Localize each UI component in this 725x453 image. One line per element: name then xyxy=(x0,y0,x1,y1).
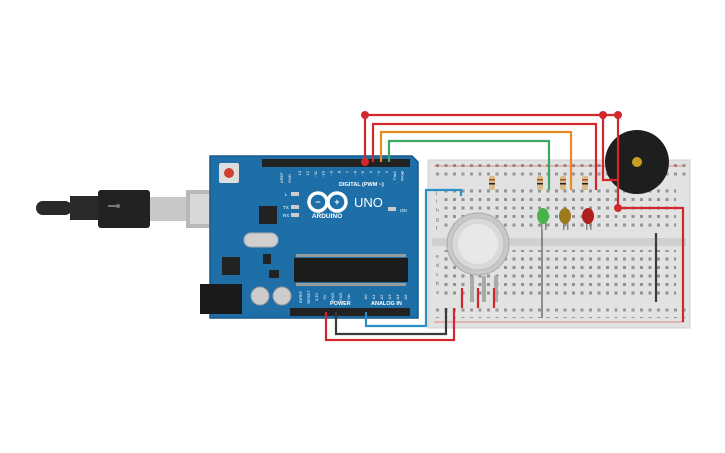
svg-text:−: − xyxy=(315,197,320,207)
pin-label: A0 xyxy=(363,294,368,300)
pin-label: 3.3V xyxy=(314,293,319,302)
pin-label: 13 xyxy=(297,170,302,175)
row-letter-a: a xyxy=(436,290,439,296)
junction-dot xyxy=(614,111,622,119)
wire-red-led xyxy=(371,122,598,190)
power-jack xyxy=(200,284,242,314)
pin-label: GND xyxy=(338,292,343,301)
tx-label: TX xyxy=(283,205,289,210)
pin-label: IOREF xyxy=(298,290,303,303)
pin-label: A2 xyxy=(379,294,384,300)
pin-label: TX▸1 xyxy=(392,170,397,180)
model-label: UNO xyxy=(354,195,383,210)
pin-label: 4 xyxy=(368,170,373,173)
rx-label: RX xyxy=(283,213,289,218)
analog-label: ANALOG IN xyxy=(371,301,402,307)
pin-label: ~10 xyxy=(321,170,326,178)
pin-label: 5V xyxy=(322,294,327,299)
pin-label: 12 xyxy=(305,170,310,175)
pin-label: 8 xyxy=(337,170,342,173)
piezo-buzzer xyxy=(605,130,669,194)
digital-header xyxy=(262,159,410,167)
row-letter-b: b xyxy=(436,281,439,287)
resistor xyxy=(537,176,543,190)
wire-black-gnd xyxy=(334,308,448,336)
resistors xyxy=(489,176,588,190)
digital-label: DIGITAL (PWM ~) xyxy=(339,182,384,188)
led-yellow xyxy=(559,208,571,230)
power-label: POWER xyxy=(330,301,351,307)
wire-red-rail xyxy=(618,206,685,322)
wire-red-5v xyxy=(324,308,456,342)
aref-label: AREF xyxy=(279,172,284,183)
power-analog-header xyxy=(290,308,410,316)
svg-text:+: + xyxy=(334,197,339,207)
pin-label: GND xyxy=(330,292,335,301)
row-letter-d: d xyxy=(436,263,439,269)
usb-cable xyxy=(36,190,238,228)
l-label: L xyxy=(285,192,288,197)
pin-label: ~3 xyxy=(376,170,381,175)
row-letter-h: h xyxy=(436,208,439,214)
pin-label: A3 xyxy=(387,294,392,300)
row-letter-f: f xyxy=(436,226,438,232)
junction-dot xyxy=(614,204,622,212)
junction-dot xyxy=(361,158,369,166)
atmega-chip xyxy=(294,258,408,282)
pin-label: RESET xyxy=(306,290,311,304)
wire-blue-a0 xyxy=(364,188,463,328)
row-letter-j: j xyxy=(435,190,437,196)
pin-label: RX◂0 xyxy=(400,170,405,181)
row-letter-e: e xyxy=(436,254,439,260)
row-letter-g: g xyxy=(436,217,439,223)
pin-label: ~11 xyxy=(313,170,318,177)
junction-dot xyxy=(599,111,607,119)
resistor xyxy=(489,176,495,190)
wires xyxy=(324,113,685,342)
arduino-logo-icon: − + xyxy=(307,191,348,213)
led-green xyxy=(537,208,549,230)
resistor xyxy=(582,176,588,190)
junction-dot xyxy=(361,111,369,119)
pin-label: ~5 xyxy=(360,170,365,175)
pin-label: A1 xyxy=(371,294,376,300)
row-letter-c: c xyxy=(436,272,439,278)
pin-label: ~9 xyxy=(329,170,334,175)
row-letter-i: i xyxy=(436,199,437,205)
pin-label: A5 xyxy=(403,294,408,300)
pin-label: ~6 xyxy=(352,170,357,175)
gas-sensor xyxy=(446,212,510,302)
junction-dots xyxy=(361,111,622,212)
wire-orange xyxy=(379,130,573,190)
on-label: ON xyxy=(400,208,407,213)
wire-green xyxy=(387,139,551,190)
arduino-uno-board: − + ARDUINO UNO DIGITAL (PWM ~) POWER AN… xyxy=(200,155,419,319)
pin-label: A4 xyxy=(395,294,400,300)
brand-label: ARDUINO xyxy=(312,213,342,220)
pin-label: 2 xyxy=(384,170,389,173)
resistor xyxy=(560,176,566,190)
pin-label: Vin xyxy=(346,294,351,300)
pin-label: 7 xyxy=(344,170,349,173)
gnd-label: GND xyxy=(287,174,292,183)
led-red xyxy=(582,208,594,230)
